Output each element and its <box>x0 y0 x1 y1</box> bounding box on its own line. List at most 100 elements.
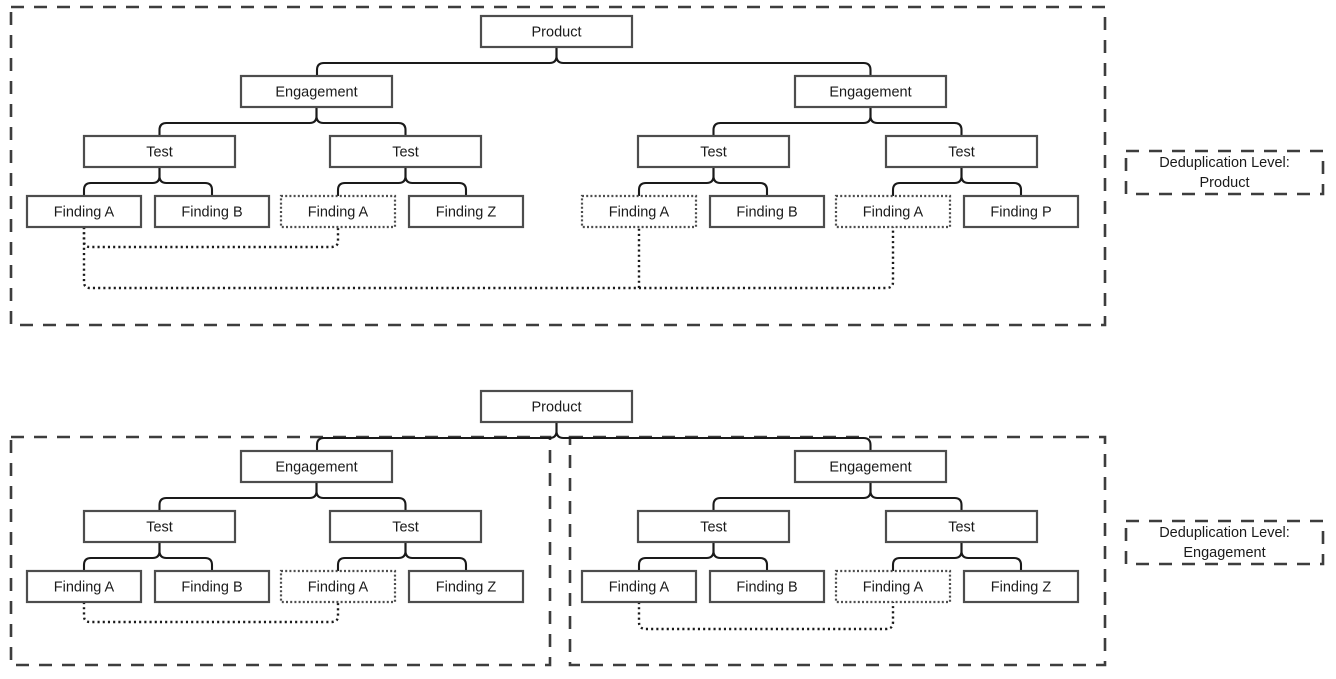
edge-test3-to-find6-top <box>712 165 769 198</box>
nodes-top: Product Engagement Engagement Test Test … <box>25 14 1080 229</box>
node-engagement-top-right[interactable]: Engagement <box>793 74 948 109</box>
edge-engagement-left-to-test2-bottom <box>315 480 407 513</box>
tree-edges-bottom <box>82 420 1023 573</box>
node-finding-top-7-duplicate[interactable]: Finding A <box>834 194 952 229</box>
node-finding-top-2[interactable]: Finding B <box>153 194 271 229</box>
node-engagement-bottom-right[interactable]: Engagement <box>793 449 948 484</box>
node-finding-top-3-duplicate[interactable]: Finding A <box>279 194 397 229</box>
edge-test3-to-find6-bottom <box>712 540 769 573</box>
node-finding-bottom-3-label: Finding A <box>308 579 369 595</box>
tree-edges-top <box>82 45 1023 198</box>
node-finding-top-3-label: Finding A <box>308 204 369 220</box>
edge-engagement-right-to-test4-top <box>869 105 963 138</box>
legend-dedup-engagement-line1: Deduplication Level: <box>1159 525 1290 541</box>
edge-product-to-engagement-right-bottom <box>555 420 872 453</box>
node-finding-top-4-label: Finding Z <box>436 204 497 220</box>
group-boxes <box>9 5 1107 667</box>
node-test-bottom-4-label: Test <box>948 519 975 535</box>
node-finding-bottom-6-label: Finding B <box>736 579 797 595</box>
node-product-bottom[interactable]: Product <box>479 389 634 424</box>
node-test-top-3[interactable]: Test <box>636 134 791 169</box>
edge-engagement-right-to-test3-bottom <box>712 480 872 513</box>
node-finding-bottom-7-duplicate[interactable]: Finding A <box>834 569 952 604</box>
legend-dedup-product-line1: Deduplication Level: <box>1159 155 1290 171</box>
node-test-bottom-1-label: Test <box>146 519 173 535</box>
legend-dedup-engagement-box <box>1124 519 1325 566</box>
node-finding-top-5-label: Finding A <box>609 204 670 220</box>
node-test-top-4-label: Test <box>948 144 975 160</box>
edge-product-to-engagements-top <box>315 45 558 78</box>
edge-engagement-right-to-test4-bottom <box>869 480 963 513</box>
edge-test4-to-find8-top <box>960 165 1023 198</box>
edge-test1-to-find2-top <box>158 165 214 198</box>
edge-test2-to-find3-top <box>336 165 407 198</box>
node-finding-bottom-8[interactable]: Finding Z <box>962 569 1080 604</box>
node-finding-top-1[interactable]: Finding A <box>25 194 143 229</box>
group-box-engagement-left <box>9 435 552 667</box>
nodes-bottom: Product Engagement Engagement Test Test … <box>25 389 1080 604</box>
group-box-engagement-right <box>568 435 1107 667</box>
edge-test4-to-find7-top <box>891 165 963 198</box>
node-test-top-4[interactable]: Test <box>884 134 1039 169</box>
node-finding-top-1-label: Finding A <box>54 204 115 220</box>
node-product-top-label: Product <box>532 24 582 40</box>
node-test-bottom-3[interactable]: Test <box>636 509 791 544</box>
node-product-top[interactable]: Product <box>479 14 634 49</box>
edge-test2-to-find4-bottom <box>404 540 468 573</box>
node-finding-bottom-2-label: Finding B <box>181 579 242 595</box>
node-finding-top-8[interactable]: Finding P <box>962 194 1080 229</box>
node-test-bottom-1[interactable]: Test <box>82 509 237 544</box>
node-test-bottom-2-label: Test <box>392 519 419 535</box>
dup-link-top-find1-find5-find7 <box>82 227 895 290</box>
node-test-top-2-label: Test <box>392 144 419 160</box>
legend-dedup-product-box <box>1124 149 1325 196</box>
legend-dedup-engagement-line2: Engagement <box>1183 545 1265 561</box>
node-test-top-1-label: Test <box>146 144 173 160</box>
node-finding-bottom-4[interactable]: Finding Z <box>407 569 525 604</box>
node-test-top-2[interactable]: Test <box>328 134 483 169</box>
node-engagement-top-left-label: Engagement <box>275 84 357 100</box>
node-finding-bottom-8-label: Finding Z <box>991 579 1052 595</box>
legend-dedup-product-line2: Product <box>1200 175 1250 191</box>
node-engagement-top-left[interactable]: Engagement <box>239 74 394 109</box>
group-box-product-level <box>9 5 1107 327</box>
node-finding-top-6[interactable]: Finding B <box>708 194 826 229</box>
node-finding-bottom-1[interactable]: Finding A <box>25 569 143 604</box>
node-test-bottom-3-label: Test <box>700 519 727 535</box>
node-finding-bottom-7-label: Finding A <box>863 579 924 595</box>
node-product-bottom-label: Product <box>532 399 582 415</box>
node-finding-bottom-5[interactable]: Finding A <box>580 569 698 604</box>
node-finding-top-4[interactable]: Finding Z <box>407 194 525 229</box>
node-engagement-bottom-left-label: Engagement <box>275 459 357 475</box>
node-engagement-bottom-right-label: Engagement <box>829 459 911 475</box>
node-finding-top-6-label: Finding B <box>736 204 797 220</box>
node-finding-bottom-3-duplicate[interactable]: Finding A <box>279 569 397 604</box>
edge-product-to-engagement-right-top <box>555 45 872 78</box>
dup-link-bottom-right-find5-find7 <box>637 602 895 631</box>
edge-test2-to-find3-bottom <box>336 540 407 573</box>
edge-test4-to-find8-bottom <box>960 540 1023 573</box>
node-finding-bottom-1-label: Finding A <box>54 579 115 595</box>
legend-dedup-product: Deduplication Level: Product <box>1124 149 1325 196</box>
node-finding-bottom-6[interactable]: Finding B <box>708 569 826 604</box>
edge-engagement-left-to-test1-top <box>158 105 318 138</box>
node-test-top-1[interactable]: Test <box>82 134 237 169</box>
dup-link-bottom-left-find1-find3 <box>82 602 340 624</box>
node-finding-bottom-2[interactable]: Finding B <box>153 569 271 604</box>
edge-engagement-left-to-test2-top <box>315 105 407 138</box>
legend-dedup-engagement: Deduplication Level: Engagement <box>1124 519 1325 566</box>
node-test-bottom-4[interactable]: Test <box>884 509 1039 544</box>
node-engagement-top-right-label: Engagement <box>829 84 911 100</box>
node-test-bottom-2[interactable]: Test <box>328 509 483 544</box>
edge-engagement-left-to-test1-bottom <box>158 480 318 513</box>
edge-test4-to-find7-bottom <box>891 540 963 573</box>
node-engagement-bottom-left[interactable]: Engagement <box>239 449 394 484</box>
edge-test1-to-find2-bottom <box>158 540 214 573</box>
node-finding-top-7-label: Finding A <box>863 204 924 220</box>
edge-test1-to-find1-top <box>82 165 161 198</box>
dup-link-top-find1-find3 <box>82 227 340 249</box>
node-finding-top-5-duplicate[interactable]: Finding A <box>580 194 698 229</box>
edge-engagement-right-to-test3-top <box>712 105 872 138</box>
